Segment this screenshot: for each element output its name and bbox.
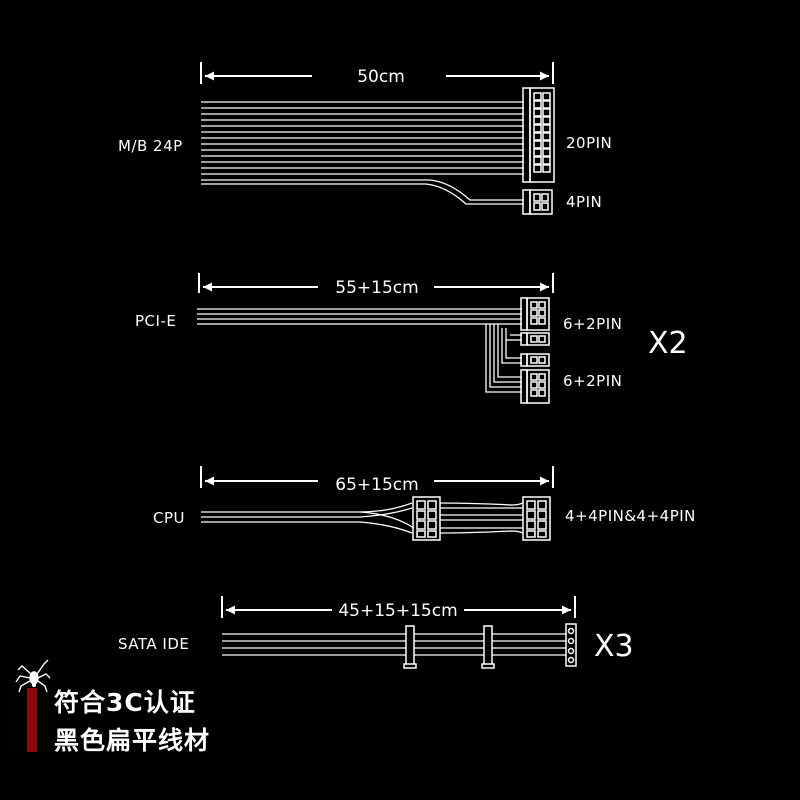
spider-logo-icon xyxy=(15,659,51,752)
sata-connector-2 xyxy=(481,625,495,669)
mb-20pin-label: 20PIN xyxy=(566,134,612,152)
cpu-connector-label: 4+4PIN&4+4PIN xyxy=(565,507,696,525)
cpu-dimension xyxy=(200,466,554,488)
cpu-cable-group: 65+15cm CPU xyxy=(153,466,696,541)
mb-length-label: 50cm xyxy=(357,67,405,87)
sata-length-label: 45+15+15cm xyxy=(338,601,457,621)
flat-cable-badge: 黑色扁平线材 xyxy=(54,726,211,755)
sata-multiplier: X3 xyxy=(594,629,634,664)
sata-wire-bundle xyxy=(222,633,566,656)
pcie-dimension xyxy=(198,273,554,293)
cpu-cable-label: CPU xyxy=(153,509,185,527)
pcie-length-label: 55+15cm xyxy=(335,278,418,298)
pcie-connector-1-label: 6+2PIN xyxy=(563,315,622,333)
sata-molex-connector xyxy=(565,623,577,667)
pcie-connector-2-label: 6+2PIN xyxy=(563,372,622,390)
cpu-connector-2 xyxy=(522,496,551,541)
sata-cable-label: SATA IDE xyxy=(118,635,189,653)
sata-dimension xyxy=(221,596,576,618)
mb-4pin-label: 4PIN xyxy=(566,193,602,211)
cpu-length-label: 65+15cm xyxy=(335,475,418,495)
mb-cable-label: M/B 24P xyxy=(118,137,183,155)
mb-cable-group: 50cm M/B 24P xyxy=(118,62,612,215)
certification-badge: 符合3C认证 xyxy=(54,688,196,717)
mb-4pin-connector xyxy=(522,189,553,215)
pcie-multiplier: X2 xyxy=(648,326,688,361)
sata-cable-group: 45+15+15cm SATA IDE X3 xyxy=(118,596,634,669)
cpu-wire-bundle xyxy=(201,502,524,534)
pcie-connector-2 xyxy=(520,353,550,404)
pcie-wire-bundle xyxy=(197,308,522,393)
mb-wire-bundle xyxy=(201,101,524,205)
mb-20pin-connector xyxy=(522,87,555,183)
pcie-connector-1 xyxy=(520,297,550,346)
pcie-cable-group: 55+15cm PCI-E xyxy=(135,273,688,404)
mb-dimension xyxy=(200,62,554,84)
cpu-connector-1 xyxy=(412,496,441,541)
sata-connector-1 xyxy=(403,625,417,669)
pcie-cable-label: PCI-E xyxy=(135,312,176,330)
